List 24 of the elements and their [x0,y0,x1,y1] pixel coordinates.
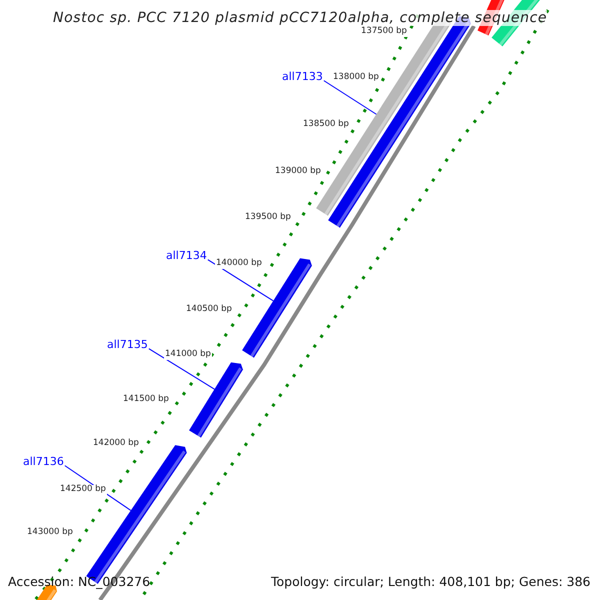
accession-text: Accession: NC_003276 [8,575,150,590]
leader-line [148,348,215,390]
leader-line [323,80,377,115]
genome-info-text: Topology: circular; Length: 408,101 bp; Genes: 386 [271,575,590,590]
gene-feature [189,362,243,438]
gene-label: all7135 [107,339,148,352]
gene-label: all7134 [166,250,207,263]
tick-label: 138500 bp [302,120,350,130]
tick-label: 139500 bp [244,213,292,223]
tick-label: 143000 bp [26,528,74,538]
tick-label: 142500 bp [59,485,107,495]
leader-line [207,259,274,302]
tick-label: 138000 bp [332,73,380,83]
tick-label: 141500 bp [122,395,170,405]
gene-feature [35,584,57,600]
map-title: Nostoc sp. PCC 7120 plasmid pCC7120alpha, complete sequence [53,10,548,26]
gene-label: all7133 [282,71,323,84]
tick-label: 141000 bp [164,350,212,360]
gene-label: all7136 [23,456,64,469]
tick-label: 142000 bp [92,439,140,449]
tick-label: 137500 bp [360,27,408,37]
tick-label: 140000 bp [215,259,263,269]
tick-label: 139000 bp [274,167,322,177]
tick-label: 140500 bp [185,305,233,315]
